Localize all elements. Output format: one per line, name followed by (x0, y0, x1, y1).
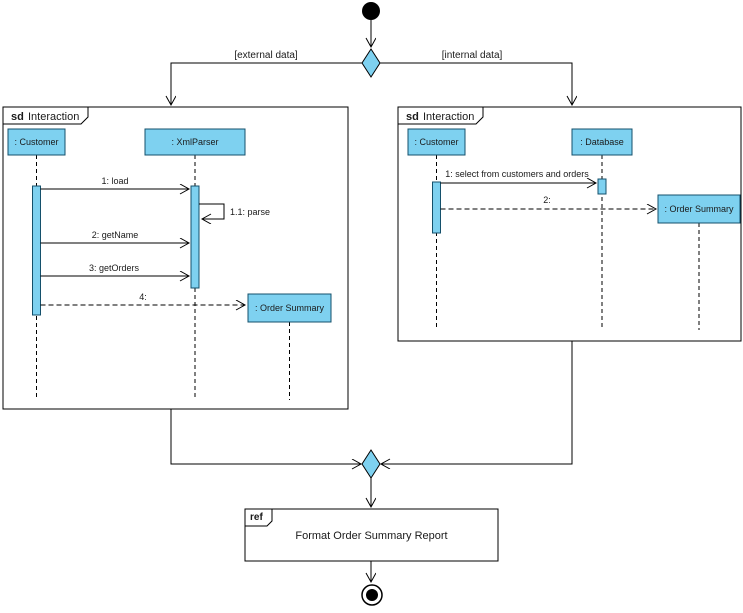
top-flow: [external data] [internal data] (171, 2, 572, 105)
sd-frame-left-tab-keyword: sd (11, 111, 24, 123)
activation-xmlparser (190, 185, 200, 289)
message-parse-loop (199, 203, 225, 219)
lifeline-ordersummary-left-label: : Order Summary (255, 303, 325, 313)
flow-branch-external (171, 62, 362, 105)
sd-frame-left-border (2, 106, 349, 410)
bottom-flow: ref Format Order Summary Report (170, 341, 573, 606)
lifeline-database-label: : Database (580, 137, 624, 147)
lifeline-customer2-box (407, 128, 466, 156)
message-select-label: 1: select from customers and orders (445, 169, 589, 179)
activation-database (597, 178, 607, 195)
lifeline-ordersummary-right-label: : Order Summary (664, 204, 734, 214)
sd-frame-right-tab-keyword: sd (406, 111, 419, 123)
merge-node (361, 449, 381, 479)
message-result-left-label: 4: (139, 292, 147, 302)
decision-node (361, 48, 381, 78)
sd-frame-right-tab (397, 106, 484, 125)
branch-label-internal: [internal data] (442, 50, 503, 61)
ref-frame-tab-keyword: ref (250, 512, 263, 523)
lifeline-customer-label: : Customer (14, 137, 58, 147)
message-parse-label: 1.1: parse (230, 207, 270, 217)
final-node-inner-dot (366, 589, 378, 601)
lifeline-ordersummary-right-box (657, 194, 741, 224)
sd-frame-left-tab-type: Interaction (28, 111, 79, 123)
flow-left-to-merge (170, 409, 361, 464)
message-result-right-label: 2: (543, 195, 551, 205)
branch-label-external: [external data] (234, 50, 298, 61)
initial-node (362, 2, 380, 20)
lifeline-customer2-label: : Customer (414, 137, 458, 147)
activation-customer-right (432, 181, 441, 234)
flow-branch-internal (380, 62, 572, 105)
lifeline-customer-box (7, 128, 66, 156)
lifeline-database-box (571, 128, 633, 156)
message-getname-label: 2: getName (92, 230, 139, 240)
lifeline-xmlparser-box (144, 128, 246, 156)
lifeline-ordersummary-left-box (247, 293, 332, 323)
lifeline-xmlparser-label: : XmlParser (171, 137, 218, 147)
message-getorders-label: 3: getOrders (89, 263, 140, 273)
ref-frame-tab (244, 508, 273, 527)
message-load-label: 1: load (101, 176, 128, 186)
sd-frame-right-tab-type: Interaction (423, 111, 474, 123)
sd-frame-left: sd Interaction : Customer : XmlParser 1:… (2, 106, 349, 410)
sd-frame-right: sd Interaction : Customer : Database 1: … (397, 106, 742, 342)
flow-right-to-merge (381, 341, 573, 464)
ref-frame-border (244, 508, 499, 562)
final-node (361, 584, 383, 606)
sd-frame-left-tab (2, 106, 89, 125)
activation-customer-left (32, 185, 41, 316)
ref-frame-label: Format Order Summary Report (295, 530, 447, 542)
